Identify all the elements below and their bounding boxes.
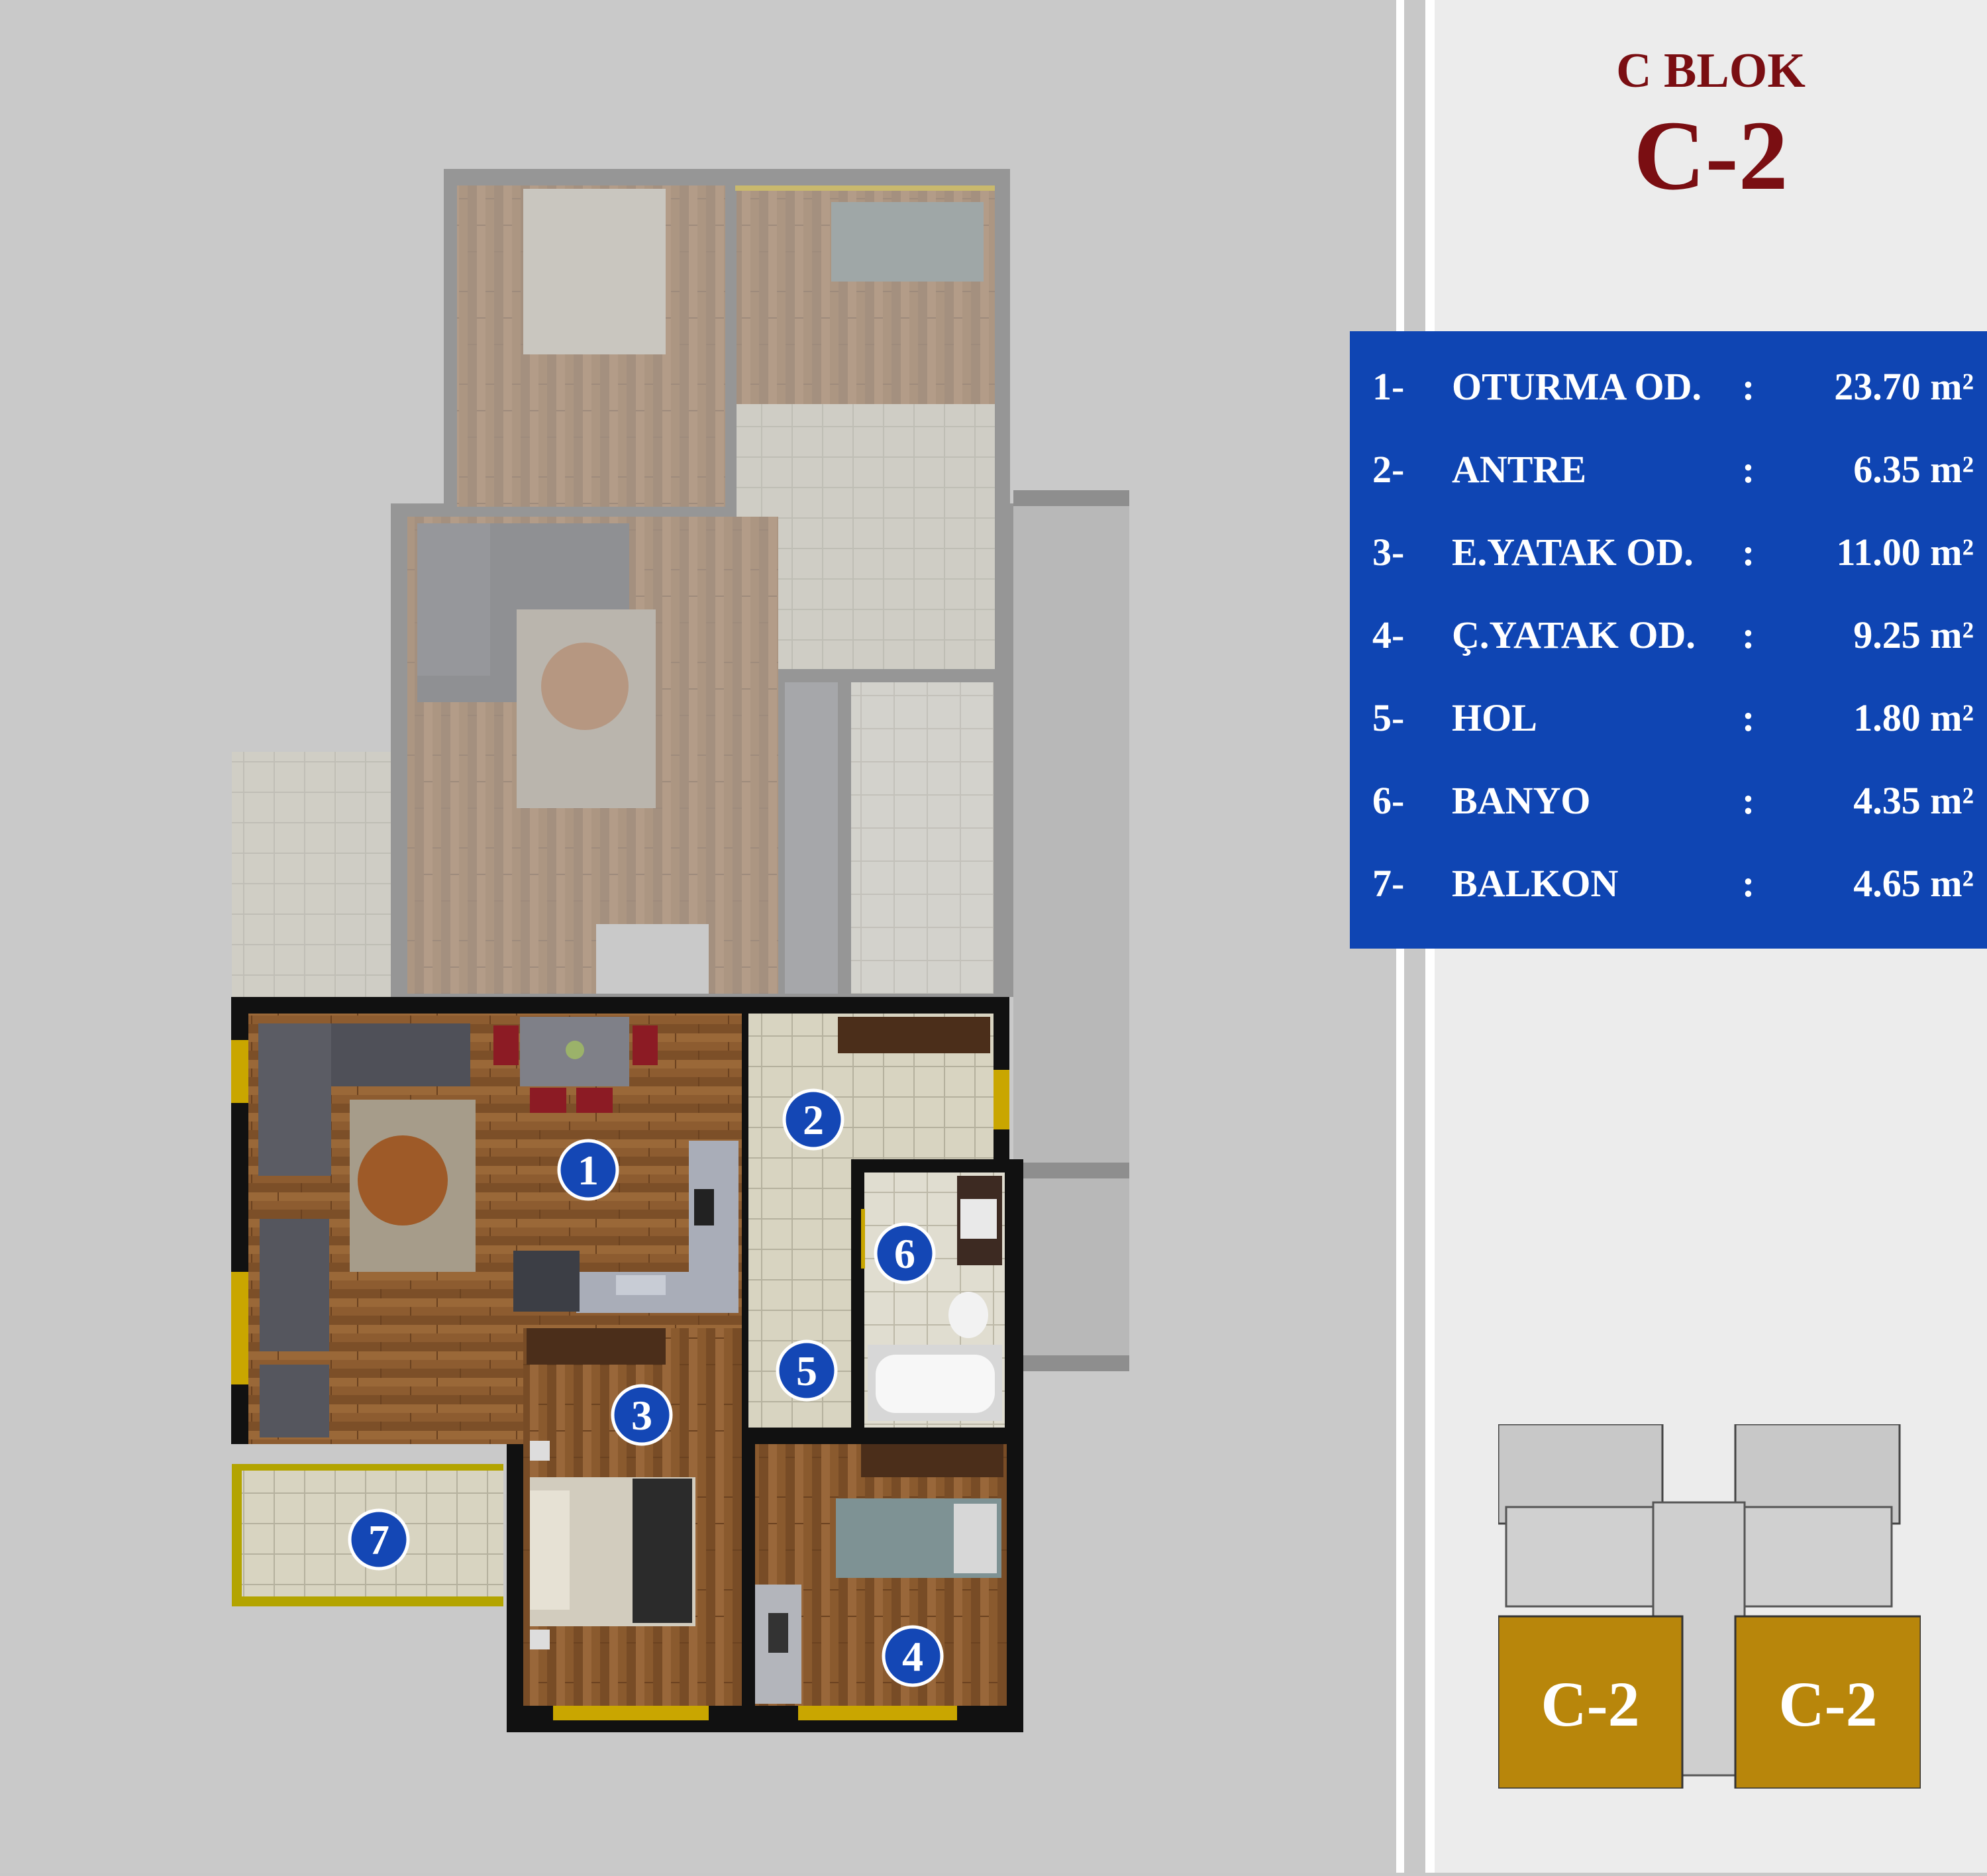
legend-room-name: HOL xyxy=(1452,696,1537,739)
floor-plan: 1 2 3 4 5 6 7 xyxy=(231,169,1129,1732)
unit-title: C-2 xyxy=(1633,101,1788,211)
marker-label-4: 4 xyxy=(902,1633,923,1680)
legend-row: 1- OTURMA OD. : 23.70 m² xyxy=(1350,354,1987,420)
legend-num: 4- xyxy=(1372,613,1405,656)
room-marker-7 xyxy=(348,1508,410,1571)
legend-room-name: OTURMA OD. xyxy=(1452,365,1702,408)
room-markers xyxy=(348,1088,944,1687)
legend-room-area: 6.35 m² xyxy=(1853,448,1974,491)
legend-num: 7- xyxy=(1372,862,1405,905)
legend-room-area: 23.70 m² xyxy=(1834,365,1974,408)
key-plan: C-2 C-2 xyxy=(1497,1423,1922,1790)
marker-label-6: 6 xyxy=(894,1230,915,1277)
legend-room-name: BALKON xyxy=(1452,862,1619,905)
legend-num: 1- xyxy=(1372,365,1405,408)
legend-room-area: 4.35 m² xyxy=(1853,779,1974,822)
main-unit xyxy=(231,997,1023,1732)
legend-row: 4- Ç.YATAK OD. : 9.25 m² xyxy=(1350,602,1987,668)
legend-room-area: 1.80 m² xyxy=(1853,696,1974,739)
legend-room-name: E.YATAK OD. xyxy=(1452,531,1694,574)
room-marker-1 xyxy=(557,1139,619,1201)
marker-label-7: 7 xyxy=(368,1516,389,1563)
legend-room-area: 11.00 m² xyxy=(1836,531,1974,574)
room-marker-2 xyxy=(782,1088,844,1151)
floor-plan-area: 1 2 3 4 5 6 7 xyxy=(231,169,1129,1732)
legend-colon: : xyxy=(1742,365,1755,408)
room-marker-4 xyxy=(882,1625,944,1687)
key-label-left: C-2 xyxy=(1541,1669,1639,1740)
legend-colon: : xyxy=(1742,448,1755,491)
neighbor-unit xyxy=(232,169,1013,997)
room-marker-3 xyxy=(611,1384,673,1446)
legend-row: 3- E.YATAK OD. : 11.00 m² xyxy=(1350,519,1987,586)
key-unit-right xyxy=(1734,1615,1922,1790)
legend-row: 2- ANTRE : 6.35 m² xyxy=(1350,437,1987,503)
marker-label-5: 5 xyxy=(796,1347,817,1394)
marker-label-2: 2 xyxy=(803,1096,824,1143)
legend-row: 6- BANYO : 4.35 m² xyxy=(1350,768,1987,834)
legend-room-name: Ç.YATAK OD. xyxy=(1452,613,1696,656)
key-label-right: C-2 xyxy=(1778,1669,1877,1740)
marker-label-3: 3 xyxy=(631,1392,652,1439)
room-marker-6 xyxy=(874,1222,936,1284)
legend-num: 2- xyxy=(1372,448,1405,491)
legend-colon: : xyxy=(1742,531,1755,574)
legend-num: 6- xyxy=(1372,779,1405,822)
room-marker-5 xyxy=(776,1339,838,1402)
legend-num: 5- xyxy=(1372,696,1405,739)
legend-colon: : xyxy=(1742,696,1755,739)
legend-room-area: 4.65 m² xyxy=(1853,862,1974,905)
legend-room-area: 9.25 m² xyxy=(1853,613,1974,656)
block-title: C BLOK xyxy=(1616,44,1806,98)
marker-label-1: 1 xyxy=(578,1147,599,1194)
legend-num: 3- xyxy=(1372,531,1405,574)
legend-row: 5- HOL : 1.80 m² xyxy=(1350,685,1987,751)
legend-room-name: ANTRE xyxy=(1452,448,1587,491)
legend-colon: : xyxy=(1742,613,1755,656)
legend-colon: : xyxy=(1742,862,1755,905)
legend-room-name: BANYO xyxy=(1452,779,1591,822)
room-area-legend: 1- OTURMA OD. : 23.70 m² 2- ANTRE : 6.35… xyxy=(1350,331,1987,949)
legend-row: 7- BALKON : 4.65 m² xyxy=(1350,851,1987,917)
legend-colon: : xyxy=(1742,779,1755,822)
